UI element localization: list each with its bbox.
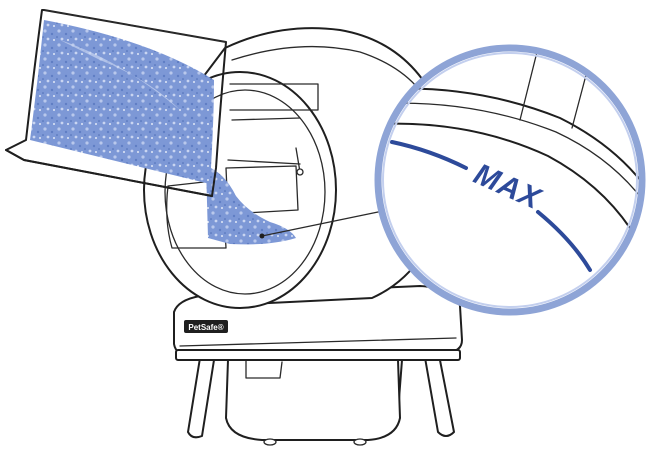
pointer-dot	[260, 234, 265, 239]
leg-front-left	[188, 358, 214, 437]
svg-text:PetSafe®: PetSafe®	[188, 323, 223, 332]
brand-badge: PetSafe®	[184, 320, 228, 333]
bag-pouring-icon	[6, 10, 226, 196]
leg-front-right	[424, 350, 454, 436]
waste-drawer	[226, 360, 400, 445]
